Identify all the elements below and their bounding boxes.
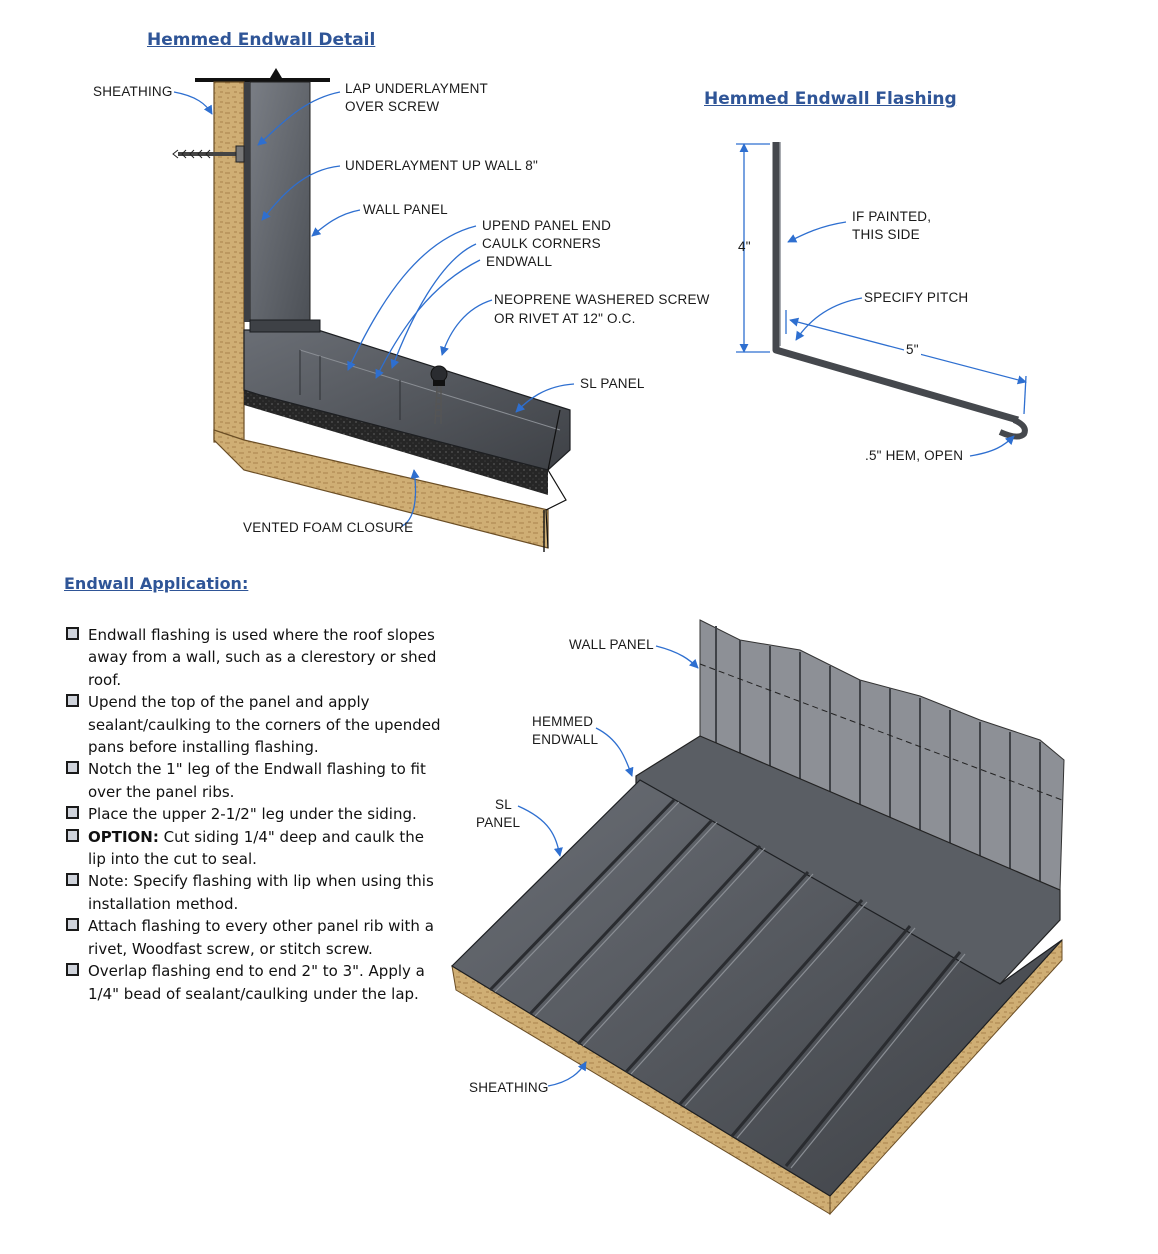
label-neoprene-2: OR RIVET AT 12" O.C.	[494, 311, 636, 326]
list-item: Attach flashing to every other panel rib…	[64, 915, 444, 960]
label-upend-1: UPEND PANEL END	[482, 218, 612, 233]
list-item-text: Place the upper 2-1/2" leg under the sid…	[88, 805, 417, 824]
list-item-bold: OPTION:	[88, 827, 159, 846]
label-dim-4: 4"	[738, 239, 751, 254]
label-underlayment-up-wall: UNDERLAYMENT UP WALL 8"	[345, 158, 538, 173]
list-item: Notch the 1" leg of the Endwall flashing…	[64, 758, 444, 803]
list-item-text: Attach flashing to every other panel rib…	[88, 917, 434, 958]
list-item-text: Cut siding 1/4" deep and caulk the lip i…	[88, 827, 424, 869]
list-item: OPTION: Cut siding 1/4" deep and caulk t…	[64, 826, 444, 871]
label-specify-pitch: SPECIFY PITCH	[864, 290, 969, 305]
label-upend-3: ENDWALL	[486, 254, 553, 269]
label-vented-foam: VENTED FOAM CLOSURE	[243, 520, 414, 535]
list-item: Endwall flashing is used where the roof …	[64, 624, 444, 691]
list-item-text: Note: Specify flashing with lip when usi…	[88, 872, 434, 913]
list-item-text: Notch the 1" leg of the Endwall flashing…	[88, 760, 426, 801]
label-iso-hemmed-1: HEMMED	[532, 714, 594, 729]
label-lap-underlayment-1: LAP UNDERLAYMENT	[345, 81, 488, 96]
label-sl-panel: SL PANEL	[580, 376, 645, 391]
list-item: Place the upper 2-1/2" leg under the sid…	[64, 803, 444, 825]
checkbox-icon	[66, 828, 79, 842]
endwall-detail-drawing	[172, 68, 571, 552]
checkbox-icon	[66, 627, 79, 640]
label-if-painted-2: THIS SIDE	[852, 227, 920, 242]
label-neoprene-1: NEOPRENE WASHERED SCREW	[494, 292, 710, 307]
checkbox-icon	[66, 806, 79, 820]
label-iso-wall-panel: WALL PANEL	[569, 637, 654, 652]
label-if-painted-1: IF PAINTED,	[852, 209, 932, 224]
application-title: Endwall Application:	[64, 574, 249, 593]
label-wall-panel: WALL PANEL	[363, 202, 448, 217]
list-item-text: Overlap flashing end to end 2" to 3". Ap…	[88, 962, 425, 1003]
checkbox-icon	[66, 761, 79, 775]
detail-title: Hemmed Endwall Detail	[147, 30, 376, 50]
checkbox-icon	[66, 873, 79, 887]
label-sheathing: SHEATHING	[93, 84, 173, 99]
label-iso-sl-2: PANEL	[476, 815, 521, 830]
checkbox-icon	[66, 963, 79, 977]
list-item: Note: Specify flashing with lip when usi…	[64, 870, 444, 915]
flashing-title: Hemmed Endwall Flashing	[704, 89, 957, 109]
label-hem: .5" HEM, OPEN	[865, 448, 964, 463]
label-upend-2: CAULK CORNERS	[482, 236, 601, 251]
label-iso-sl-1: SL	[495, 797, 512, 812]
label-dim-5: 5"	[904, 341, 921, 359]
list-item-text: Upend the top of the panel and apply sea…	[88, 693, 441, 757]
list-item-text: Endwall flashing is used where the roof …	[88, 626, 437, 689]
application-list: Endwall flashing is used where the roof …	[64, 624, 444, 1005]
iso-leaders	[517, 645, 699, 1087]
checkbox-icon	[66, 694, 79, 708]
list-item: Overlap flashing end to end 2" to 3". Ap…	[64, 960, 444, 1005]
isometric-roof-drawing	[451, 619, 1065, 1216]
label-iso-sheathing: SHEATHING	[469, 1080, 549, 1095]
list-item: Upend the top of the panel and apply sea…	[64, 691, 444, 758]
detail-leaders	[173, 91, 575, 527]
label-lap-underlayment-2: OVER SCREW	[345, 99, 440, 114]
checkbox-icon	[66, 918, 79, 932]
label-iso-hemmed-2: ENDWALL	[532, 732, 599, 747]
